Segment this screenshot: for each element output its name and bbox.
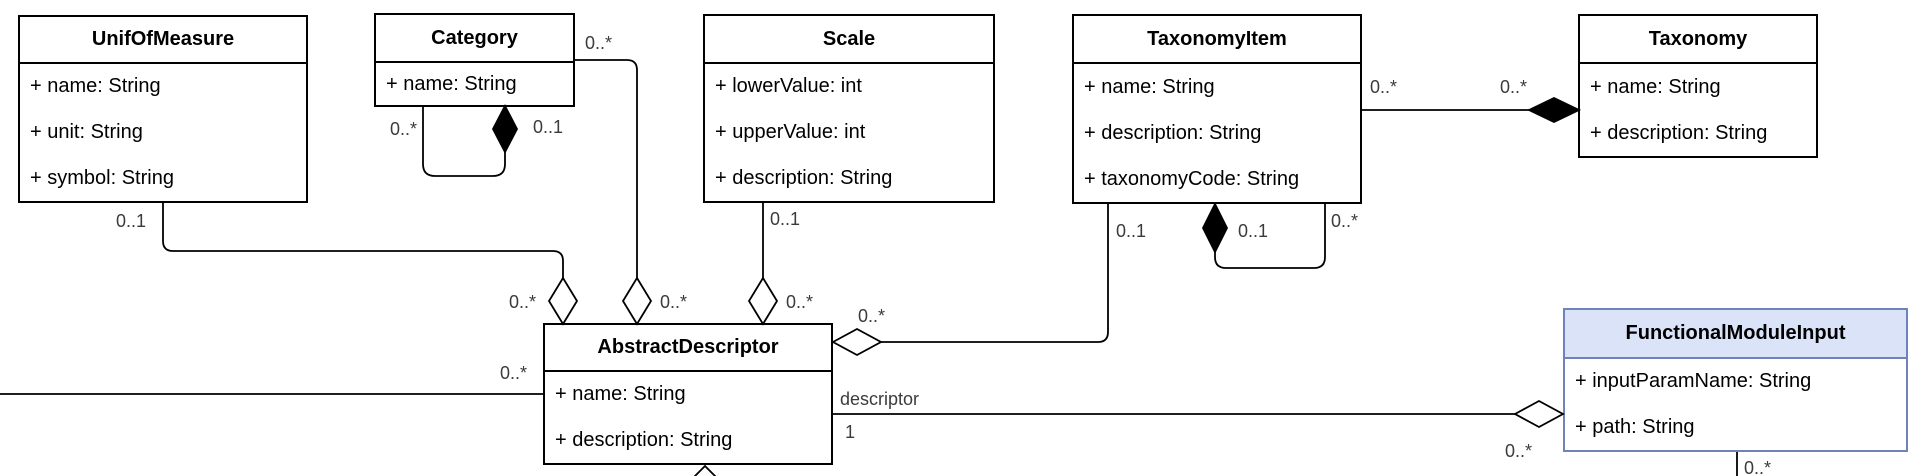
class-attribute: + symbol: String (30, 166, 174, 189)
multiplicity-label: 1 (845, 422, 856, 442)
multiplicity-label: 0..* (858, 306, 886, 326)
multiplicity-label: 0..1 (1116, 221, 1147, 241)
class-title: Scale (705, 16, 993, 64)
multiplicity-label: 0..* (1505, 441, 1533, 461)
multiplicity-label: 0..* (1370, 77, 1398, 97)
multiplicity-label: 0..* (660, 292, 688, 312)
class-taxonomy[interactable]: Taxonomy + name: String + description: S… (1578, 14, 1818, 158)
multiplicity-label: 0..1 (533, 117, 564, 137)
class-attribute: + path: String (1575, 415, 1695, 438)
class-category[interactable]: Category + name: String (374, 13, 575, 107)
edge-category-abstractdescriptor[interactable] (575, 59, 638, 278)
class-title: Taxonomy (1580, 16, 1816, 64)
multiplicity-label: 0..1 (1238, 221, 1269, 241)
class-attribute: + upperValue: int (715, 121, 866, 143)
edge-category-self[interactable] (422, 107, 506, 177)
composition-diamond-icon (491, 104, 519, 154)
multiplicity-label: 0..* (1331, 211, 1359, 231)
class-functionalmoduleinput[interactable]: FunctionalModuleInput + inputParamName: … (1563, 308, 1908, 452)
aggregation-diamond-icon (831, 327, 883, 357)
class-attribute: + name: String (386, 72, 517, 95)
class-attribute: + unit: String (30, 121, 143, 143)
composition-diamond-icon (1201, 201, 1229, 255)
class-attribute: + description: String (1084, 121, 1262, 144)
class-unifofmeasure[interactable]: UnifOfMeasure + name: String + unit: Str… (18, 15, 308, 203)
generalization-arrow-icon (693, 464, 717, 476)
aggregation-diamond-icon (621, 276, 653, 326)
multiplicity-label: 0..* (786, 292, 814, 312)
class-taxonomyitem[interactable]: TaxonomyItem + name: String + descriptio… (1072, 14, 1362, 204)
composition-diamond-icon (1526, 97, 1582, 123)
multiplicity-label: 0..* (500, 363, 528, 383)
class-title: FunctionalModuleInput (1565, 310, 1906, 359)
class-title: Category (376, 15, 573, 63)
class-attribute: + inputParamName: String (1575, 370, 1812, 393)
class-attribute: + name: String (1084, 75, 1215, 98)
aggregation-diamond-icon (1513, 399, 1565, 429)
multiplicity-label: 0..* (509, 292, 537, 312)
multiplicity-label: 0..* (1744, 458, 1772, 476)
aggregation-diamond-icon (747, 276, 779, 326)
class-attribute: + taxonomyCode: String (1084, 167, 1300, 190)
edge-unifofmeasure-abstractdescriptor[interactable] (162, 203, 564, 278)
multiplicity-label: 0..* (1500, 77, 1528, 97)
class-scale[interactable]: Scale + lowerValue: int + upperValue: in… (703, 14, 995, 203)
aggregation-diamond-icon (547, 276, 579, 326)
class-attribute: + name: String (30, 75, 161, 98)
class-attribute: + description: String (1590, 121, 1768, 144)
class-title: TaxonomyItem (1074, 16, 1360, 64)
class-abstractdescriptor[interactable]: AbstractDescriptor + name: String + desc… (543, 323, 833, 465)
class-attribute: + lowerValue: int (715, 75, 862, 98)
class-title: AbstractDescriptor (545, 325, 831, 372)
role-label: descriptor (840, 389, 920, 409)
class-attribute: + description: String (555, 428, 733, 451)
edge-taxonomyitem-abstractdescriptor[interactable] (881, 204, 1109, 343)
class-attribute: + name: String (1590, 75, 1721, 98)
multiplicity-label: 0..* (585, 33, 613, 53)
multiplicity-label: 0..1 (770, 209, 801, 229)
class-title: UnifOfMeasure (20, 17, 306, 64)
class-attribute: + description: String (715, 166, 893, 189)
edge-taxonomyitem-self[interactable] (1214, 204, 1326, 269)
multiplicity-label: 0..1 (116, 211, 147, 231)
multiplicity-label: 0..* (390, 119, 418, 139)
class-attribute: + name: String (555, 383, 686, 406)
